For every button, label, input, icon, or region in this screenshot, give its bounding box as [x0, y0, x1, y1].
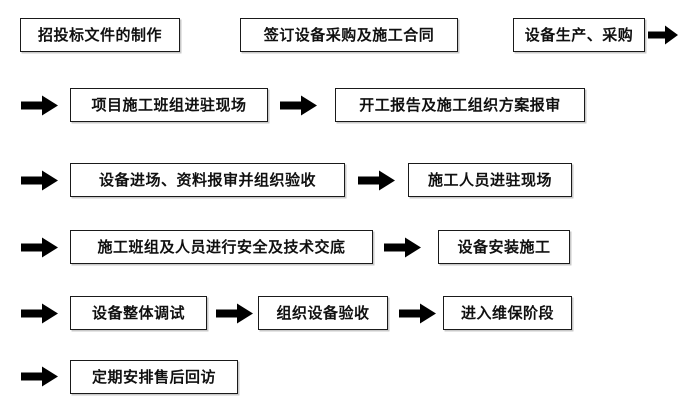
arrow-right-icon — [21, 366, 58, 387]
arrow-right-icon — [399, 303, 436, 324]
flow-node-签订设备采购及施工合同[interactable]: 签订设备采购及施工合同 — [240, 18, 458, 52]
arrow-right-icon — [21, 170, 58, 191]
flow-node-label: 进入维保阶段 — [460, 303, 554, 322]
arrow-right-icon — [280, 95, 317, 116]
flow-node-开工报告及施工组织方案报审[interactable]: 开工报告及施工组织方案报审 — [335, 88, 585, 122]
flow-node-label: 设备整体调试 — [91, 303, 185, 322]
arrow-right-icon — [384, 237, 421, 258]
flow-node-label: 项目施工班组进驻现场 — [91, 95, 247, 114]
flow-node-招投标文件的制作[interactable]: 招投标文件的制作 — [20, 18, 180, 52]
flow-node-label: 招投标文件的制作 — [37, 25, 162, 44]
arrow-right-icon — [648, 25, 678, 45]
flow-node-施工班组及人员进行安全及技术交底[interactable]: 施工班组及人员进行安全及技术交底 — [70, 230, 373, 264]
flow-node-label: 签订设备采购及施工合同 — [263, 25, 435, 44]
flow-node-label: 开工报告及施工组织方案报审 — [359, 95, 561, 114]
flow-node-设备生产采购[interactable]: 设备生产、采购 — [513, 18, 645, 52]
flow-node-label: 设备安装施工 — [457, 237, 551, 256]
flow-node-label: 组织设备验收 — [276, 303, 370, 322]
flow-node-组织设备验收[interactable]: 组织设备验收 — [258, 296, 388, 330]
arrow-right-icon — [21, 237, 58, 258]
flow-node-设备整体调试[interactable]: 设备整体调试 — [70, 296, 207, 330]
flow-node-设备进场资料报审并组织验收[interactable]: 设备进场、资料报审并组织验收 — [70, 163, 345, 197]
flow-node-施工人员进驻现场[interactable]: 施工人员进驻现场 — [408, 163, 572, 197]
arrow-right-icon — [358, 170, 395, 191]
arrow-right-icon — [21, 303, 58, 324]
flow-node-label: 设备生产、采购 — [524, 25, 634, 44]
flow-node-label: 设备进场、资料报审并组织验收 — [98, 170, 316, 189]
arrow-right-icon — [216, 303, 253, 324]
flow-node-项目施工班组进驻现场[interactable]: 项目施工班组进驻现场 — [70, 88, 268, 122]
flow-node-进入维保阶段[interactable]: 进入维保阶段 — [443, 296, 572, 330]
flow-node-label: 定期安排售后回访 — [91, 367, 216, 386]
flow-node-label: 施工班组及人员进行安全及技术交底 — [97, 237, 346, 256]
arrow-right-icon — [21, 95, 58, 116]
flow-node-label: 施工人员进驻现场 — [427, 170, 552, 189]
flow-node-设备安装施工[interactable]: 设备安装施工 — [438, 230, 570, 264]
flow-node-定期安排售后回访[interactable]: 定期安排售后回访 — [70, 360, 238, 394]
